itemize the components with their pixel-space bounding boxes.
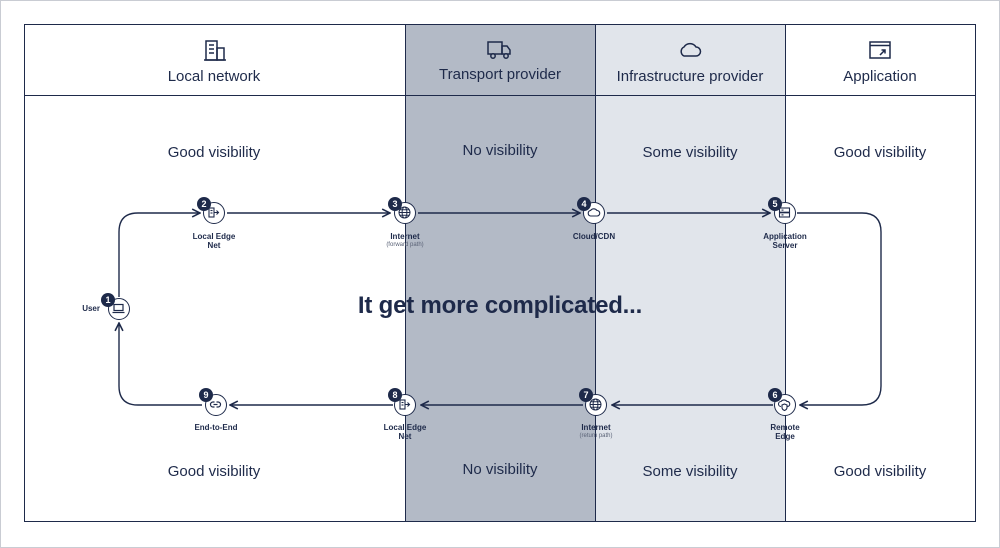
visibility-infra-top: Some visibility <box>642 144 738 161</box>
column-title-application: Application <box>843 68 917 85</box>
node-label-user: User <box>82 304 100 313</box>
node-label-line: Server <box>772 241 798 250</box>
building-network-icon <box>399 399 411 410</box>
node-label-end-to-end: End-to-End <box>194 423 238 432</box>
visibility-application-bottom: Good visibility <box>833 463 927 480</box>
cloud-shield-icon <box>777 399 791 412</box>
transport-provider-band <box>405 24 595 522</box>
node-badge: 7 <box>579 388 593 402</box>
globe-icon <box>398 206 411 219</box>
node-badge: 8 <box>388 388 402 402</box>
node-sublabel-forward-path: (forward path) <box>386 242 424 248</box>
path-user-to-local-edge <box>118 213 200 297</box>
node-badge: 9 <box>199 388 213 402</box>
node-badge: 2 <box>197 197 211 211</box>
node-label-line: Local Edge <box>383 423 427 432</box>
visibility-application-top: Good visibility <box>833 144 927 161</box>
cloud-icon <box>587 208 601 217</box>
node-label-line: Local Edge <box>192 232 236 241</box>
laptop-icon <box>112 303 125 314</box>
node-badge: 1 <box>101 293 115 307</box>
node-label-internet-return: Internet <box>581 423 611 432</box>
building-icon <box>204 40 226 61</box>
node-badge: 4 <box>577 197 591 211</box>
server-icon <box>778 207 791 218</box>
node-badge: 3 <box>388 197 402 211</box>
headline: It get more complicated... <box>357 292 643 319</box>
cloud-icon <box>680 42 702 57</box>
column-divider <box>405 24 406 522</box>
visibility-transport-bottom: No visibility <box>462 461 538 478</box>
link-icon <box>209 401 222 408</box>
infrastructure-provider-band <box>595 24 785 522</box>
column-divider <box>595 24 596 522</box>
column-title-transport-provider: Transport provider <box>439 66 561 83</box>
column-title-local-network: Local network <box>167 68 261 85</box>
visibility-local-bottom: Good visibility <box>167 463 261 480</box>
diagram-frame <box>24 24 976 522</box>
node-label-line: Edge <box>775 432 795 441</box>
column-divider <box>785 24 786 522</box>
truck-icon <box>487 41 511 59</box>
node-label-line: Application <box>763 232 807 241</box>
path-end-to-end-to-user <box>119 323 202 406</box>
node-label-cloud-cdn: Cloud/CDN <box>572 232 616 241</box>
node-label-line: Net <box>207 241 221 250</box>
node-label-internet-forward: Internet <box>390 232 420 241</box>
app-window-icon <box>869 41 891 59</box>
visibility-local-top: Good visibility <box>167 144 261 161</box>
globe-icon <box>589 398 602 411</box>
visibility-transport-top: No visibility <box>462 142 538 159</box>
node-sublabel-return-path: (return path) <box>579 433 613 439</box>
building-network-icon <box>208 207 220 218</box>
node-label-line: Remote <box>770 423 800 432</box>
node-badge: 5 <box>768 197 782 211</box>
visibility-infra-bottom: Some visibility <box>642 463 738 480</box>
header-divider <box>24 95 976 96</box>
path-app-server-to-remote-edge <box>797 212 882 405</box>
node-badge: 6 <box>768 388 782 402</box>
node-label-line: Net <box>398 432 412 441</box>
column-title-infrastructure-provider: Infrastructure provider <box>616 68 764 85</box>
